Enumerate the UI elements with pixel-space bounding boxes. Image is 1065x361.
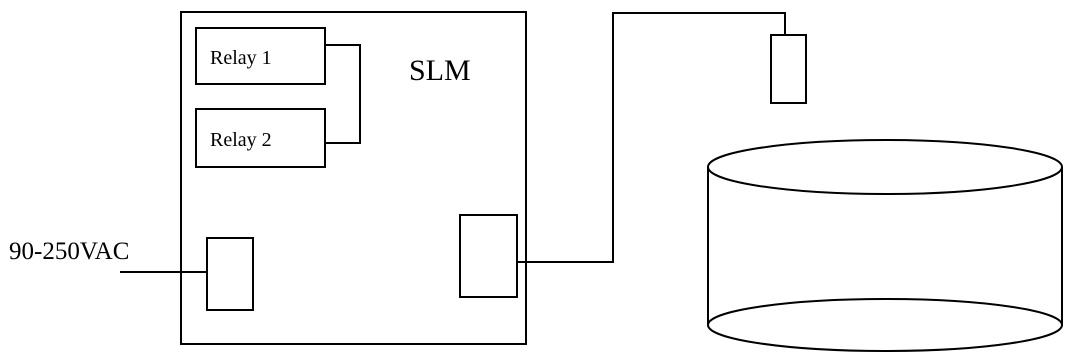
sensor-port	[459, 214, 518, 298]
slm-module-box	[180, 11, 527, 345]
sensor-cable	[517, 12, 786, 263]
tank-bottom	[707, 298, 1063, 352]
relay-2-box	[195, 108, 326, 168]
power-input-label: 90-250VAC	[9, 238, 130, 265]
power-terminal	[206, 237, 254, 311]
level-sensor	[770, 34, 807, 104]
relay-2-label: Relay 2	[210, 129, 272, 151]
relay-link-wire	[325, 44, 361, 144]
module-title: SLM	[409, 54, 471, 87]
relay-1-box	[195, 27, 326, 85]
relay-1-label: Relay 1	[210, 47, 272, 69]
tank-top	[707, 139, 1063, 195]
